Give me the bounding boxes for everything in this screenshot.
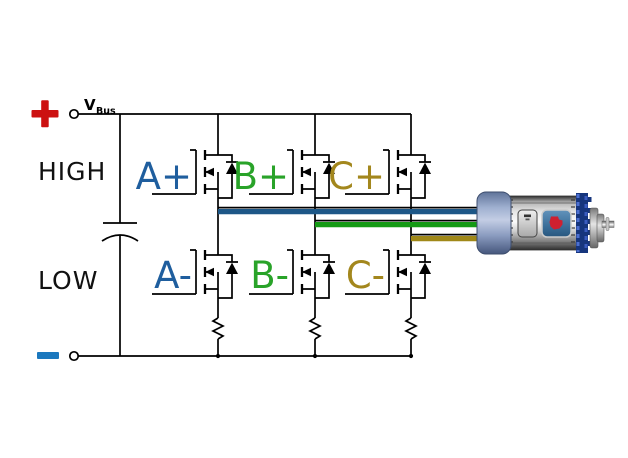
motor-end-flange (596, 213, 605, 243)
phase-leg-a: A+ A- (136, 114, 240, 359)
badge-glyph (524, 214, 531, 218)
phase-leg-c: C+ C- (328, 114, 433, 359)
low-side-label: LOW (38, 266, 98, 295)
negative-terminal-node (68, 350, 80, 362)
phase-leg-b: B+ B- (233, 114, 337, 359)
ti-logo-icon (549, 216, 563, 230)
shunt-resistor-b-icon (308, 317, 322, 340)
motor-info-badge (517, 209, 538, 238)
label-b-low: B- (250, 254, 289, 297)
bldc-motor-image (476, 191, 615, 255)
dc-bus-capacitor (101, 114, 139, 356)
plus-icon (41, 100, 49, 128)
motor-body-lines (508, 202, 576, 244)
badge-glyph (525, 218, 530, 221)
negative-terminal (37, 350, 80, 362)
label-a-high: A+ (136, 155, 192, 198)
label-c-low: C- (346, 254, 385, 297)
vbus-label: V (84, 96, 96, 114)
positive-terminal-node (68, 108, 80, 120)
junction-dot (408, 353, 414, 359)
label-a-low: A- (154, 254, 192, 297)
minus-icon (37, 352, 59, 359)
vbus-subscript: Bus (96, 106, 116, 117)
junction-dot (215, 353, 221, 359)
high-side-label: HIGH (38, 157, 106, 186)
shunt-resistor-a-icon (211, 317, 225, 340)
junction-dot (312, 353, 318, 359)
label-c-high: C+ (328, 155, 385, 198)
positive-terminal (31, 100, 80, 128)
motor-phase-wires (218, 206, 492, 242)
label-b-high: B+ (233, 155, 289, 198)
shunt-resistor-c-icon (404, 317, 418, 340)
motor-shaft-pin (605, 217, 610, 231)
motor-front-cap (476, 191, 512, 255)
